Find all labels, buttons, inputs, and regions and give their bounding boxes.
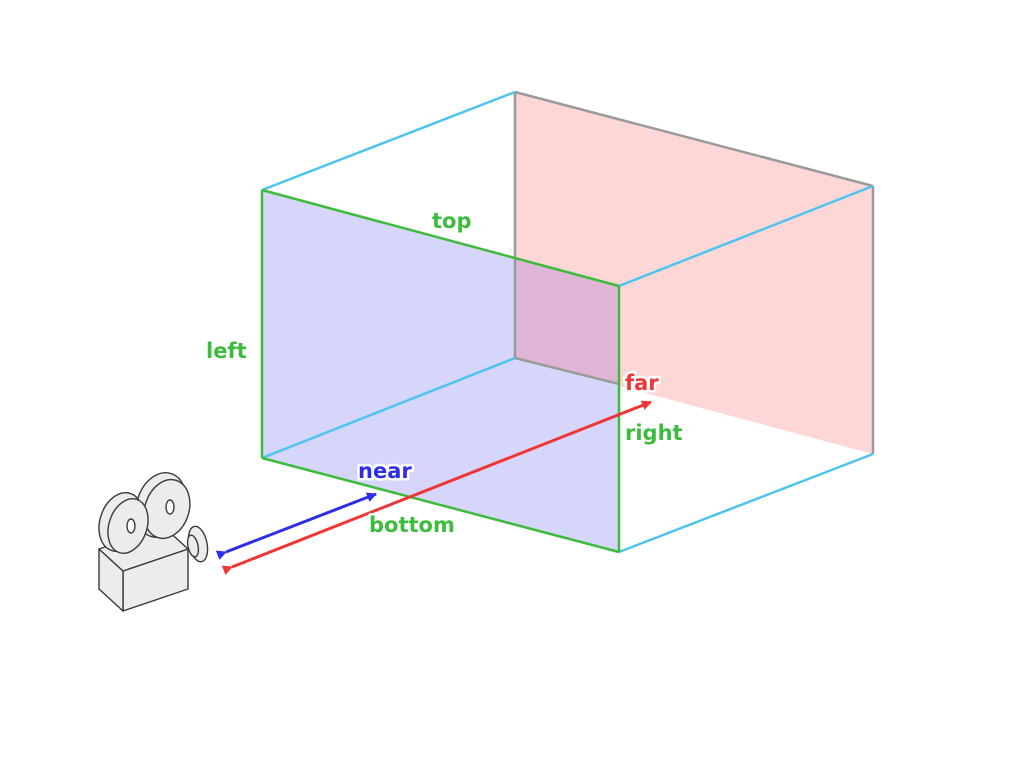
bottom-label: bottom	[369, 513, 455, 537]
far-plane-edges	[513, 90, 875, 454]
top-edge	[261, 188, 620, 288]
left-label: left	[206, 339, 247, 363]
plane-overlap	[515, 259, 619, 384]
top-label: top	[432, 209, 472, 233]
near-distance-arrow	[215, 492, 377, 560]
far-label: far	[625, 371, 659, 395]
movie-camera-icon	[98, 472, 209, 612]
right-label: right	[625, 421, 683, 445]
far-distance-arrow	[221, 400, 652, 575]
near-label: near	[358, 459, 412, 483]
